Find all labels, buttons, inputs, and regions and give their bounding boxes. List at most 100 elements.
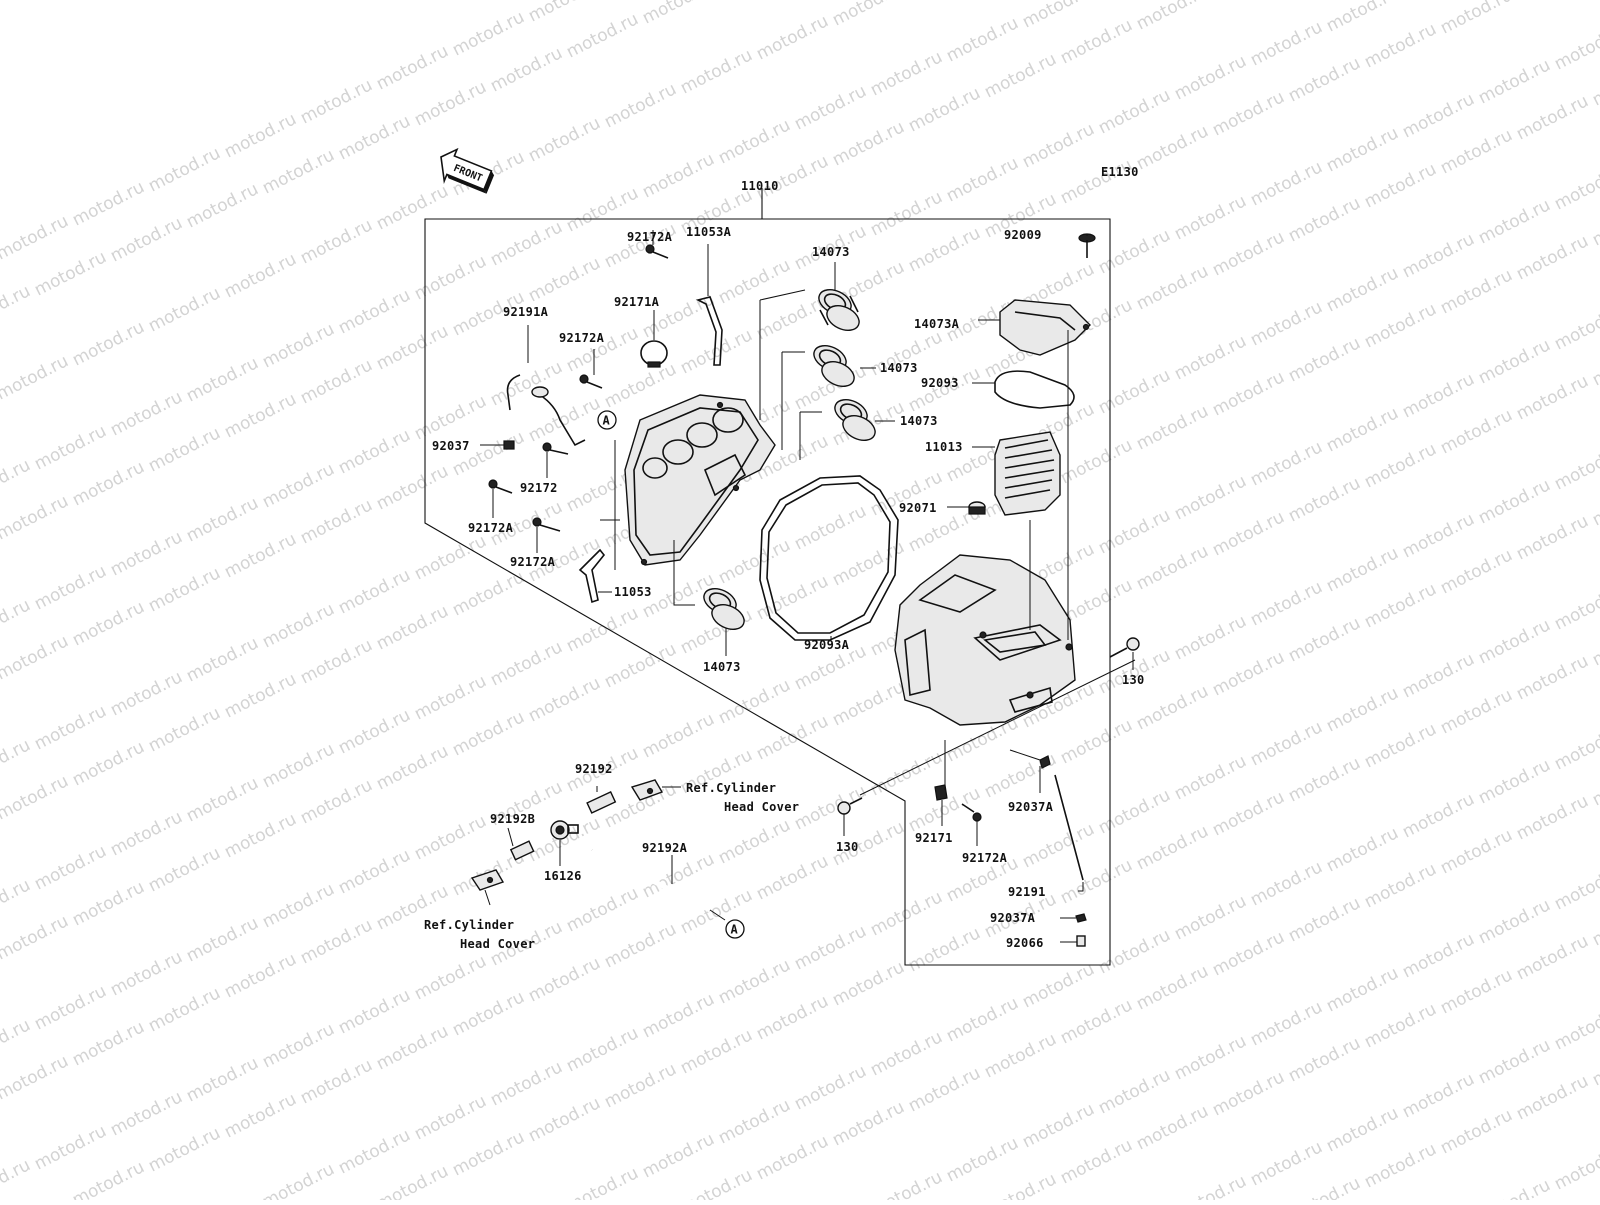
watermark-text: motod.ru bbox=[525, 813, 604, 866]
label-14073A: 14073A bbox=[914, 317, 960, 331]
watermark-text: motod.ru bbox=[1209, 227, 1288, 280]
watermark-text: motod.ru bbox=[1437, 965, 1516, 1018]
label-92037: 92037 bbox=[432, 439, 470, 453]
watermark-text: motod.ru bbox=[1057, 715, 1136, 768]
watermark-text: motod.ru bbox=[905, 223, 984, 276]
watermark-text: motod.ru bbox=[1589, 1037, 1600, 1090]
watermark-text: motod.ru bbox=[1437, 825, 1516, 878]
watermark-text: motod.ru bbox=[1133, 1101, 1212, 1154]
watermark-text: motod.ru bbox=[1133, 401, 1212, 454]
watermark-text: motod.ru bbox=[601, 219, 680, 272]
label-92071: 92071 bbox=[899, 501, 937, 515]
watermark-text: motod.ru bbox=[69, 1017, 148, 1070]
watermark-text: motod.ru bbox=[525, 253, 604, 306]
label-92172A: 92172A bbox=[510, 555, 556, 569]
watermark-text: motod.ru bbox=[335, 1125, 414, 1178]
air-cleaner-top-cover bbox=[1000, 300, 1090, 355]
watermark-text: motod.ru bbox=[1437, 125, 1516, 178]
watermark-text: motod.ru bbox=[1247, 437, 1326, 490]
watermark-text: motod.ru bbox=[1475, 755, 1554, 808]
bolt-92172A-mid bbox=[580, 375, 602, 388]
watermark-text: motod.ru bbox=[0, 735, 34, 788]
watermark-text: motod.ru bbox=[1475, 475, 1554, 528]
label-14073: 14073 bbox=[703, 660, 741, 674]
watermark-text: motod.ru bbox=[1551, 721, 1600, 774]
watermark-text: motod.ru bbox=[1133, 121, 1212, 174]
watermark-text: motod.ru bbox=[1437, 685, 1516, 738]
watermark-text: motod.ru bbox=[0, 631, 72, 684]
watermark-text: motod.ru bbox=[145, 143, 224, 196]
watermark-text: motod.ru bbox=[867, 187, 946, 240]
svg-text:A: A bbox=[731, 923, 739, 937]
label-11013: 11013 bbox=[925, 440, 963, 454]
watermark-text: motod.ru bbox=[791, 1061, 870, 1114]
watermark-text: motod.ru bbox=[1399, 1069, 1478, 1122]
label-92171A: 92171A bbox=[614, 295, 660, 309]
label-92192: 92192 bbox=[575, 762, 613, 776]
watermark-text: motod.ru bbox=[1513, 511, 1592, 564]
watermark-text: motod.ru bbox=[1057, 435, 1136, 488]
watermark-text: motod.ru bbox=[563, 1023, 642, 1076]
watermark-text: motod.ru bbox=[183, 633, 262, 686]
watermark-text: motod.ru bbox=[411, 1091, 490, 1144]
watermark-text: motod.ru bbox=[373, 1161, 452, 1200]
air-filter-element bbox=[995, 432, 1060, 515]
watermark-text: motod.ru bbox=[639, 149, 718, 202]
watermark-text: motod.ru bbox=[1095, 505, 1174, 558]
bolt-130-right bbox=[1110, 638, 1139, 657]
watermark-text: motod.ru bbox=[1133, 0, 1212, 34]
watermark-text: motod.ru bbox=[525, 393, 604, 446]
watermark-text: motod.ru bbox=[1399, 0, 1478, 2]
watermark-text: motod.ru bbox=[791, 501, 870, 554]
watermark-text: motod.ru bbox=[1285, 893, 1364, 946]
watermark-text: motod.ru bbox=[259, 1159, 338, 1200]
watermark-text: motod.ru bbox=[1475, 615, 1554, 668]
label-14073: 14073 bbox=[812, 245, 850, 259]
watermark-text: motod.ru bbox=[1285, 1173, 1364, 1200]
watermark-text: motod.ru bbox=[487, 217, 566, 270]
watermark-text: motod.ru bbox=[1589, 757, 1600, 810]
oval-gasket bbox=[995, 371, 1074, 408]
watermark-text: motod.ru bbox=[715, 675, 794, 728]
watermark-text: motod.ru bbox=[107, 387, 186, 440]
watermark-text: motod.ru bbox=[373, 601, 452, 654]
watermark-text: motod.ru bbox=[1095, 925, 1174, 978]
watermark-text: motod.ru bbox=[1551, 1001, 1600, 1054]
watermark-text: motod.ru bbox=[221, 529, 300, 582]
watermark-text: motod.ru bbox=[1361, 1139, 1440, 1192]
label-92172: 92172 bbox=[520, 481, 558, 495]
label-92192B: 92192B bbox=[490, 812, 535, 826]
label-92066: 92066 bbox=[1006, 936, 1044, 950]
watermark-text: motod.ru bbox=[1399, 929, 1478, 982]
watermark-text: motod.ru bbox=[753, 851, 832, 904]
watermark-text: motod.ru bbox=[829, 0, 908, 30]
watermark-text: motod.ru bbox=[31, 421, 110, 474]
watermark-text: motod.ru bbox=[715, 535, 794, 588]
watermark-text: motod.ru bbox=[1057, 1135, 1136, 1188]
drain-plug bbox=[1077, 936, 1085, 946]
watermark-text: motod.ru bbox=[1019, 959, 1098, 1012]
label-92093A: 92093A bbox=[804, 638, 850, 652]
watermark-text: motod.ru bbox=[373, 181, 452, 234]
watermark-text: motod.ru bbox=[601, 79, 680, 132]
watermark-text: motod.ru bbox=[1247, 717, 1326, 770]
watermark-text: motod.ru bbox=[1323, 823, 1402, 876]
watermark-text: motod.ru bbox=[1095, 1065, 1174, 1118]
watermark-text: motod.ru bbox=[1361, 159, 1440, 212]
watermark-text: motod.ru bbox=[1209, 647, 1288, 700]
watermark-text: motod.ru bbox=[1399, 649, 1478, 702]
watermark-text: motod.ru bbox=[335, 285, 414, 338]
watermark-text: motod.ru bbox=[1209, 507, 1288, 560]
watermark-text: motod.ru bbox=[297, 635, 376, 688]
watermark-text: motod.ru bbox=[107, 807, 186, 860]
watermark-text: motod.ru bbox=[487, 1057, 566, 1110]
watermark-text: motod.ru bbox=[715, 815, 794, 868]
watermark-text: motod.ru bbox=[943, 1133, 1022, 1186]
watermark-text: motod.ru bbox=[1171, 471, 1250, 524]
watermark-text: motod.ru bbox=[1437, 545, 1516, 598]
watermark-text: motod.ru bbox=[639, 1129, 718, 1182]
watermark-text: motod.ru bbox=[1475, 1175, 1554, 1200]
label-92191: 92191 bbox=[1008, 885, 1046, 899]
ref-marker-a-bottom: A bbox=[726, 920, 744, 938]
